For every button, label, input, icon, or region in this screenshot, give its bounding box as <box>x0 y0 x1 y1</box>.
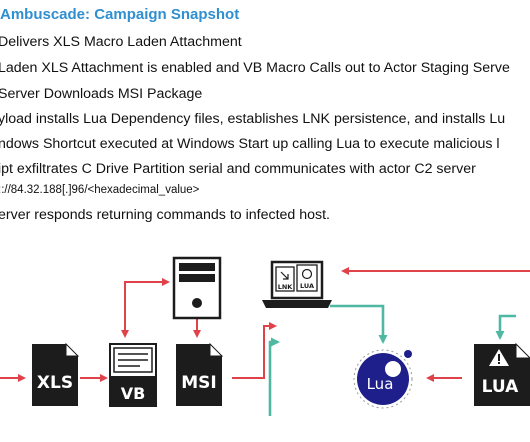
svg-text:LNK: LNK <box>278 283 294 291</box>
step-5-text: ndows Shortcut executed at Windows Start… <box>0 136 500 152</box>
step-4-text: yload installs Lua Dependency files, est… <box>0 111 506 127</box>
msi-label: MSI <box>181 373 217 393</box>
step-1-text: Delivers XLS Macro Laden Attachment <box>0 34 242 50</box>
warning-icon <box>489 349 509 366</box>
step-3-text: Server Downloads MSI Package <box>0 86 203 102</box>
lua-file-label: LUA <box>482 377 520 397</box>
step-2-text: Laden XLS Attachment is enabled and VB M… <box>0 60 510 76</box>
page-title: Ambuscade: Campaign Snapshot <box>0 6 240 23</box>
c2-url-text: :://84.32.188[.]96/<hexadecimal_value> <box>0 184 200 196</box>
step-7-text: erver responds returning commands to inf… <box>0 207 330 223</box>
vb-label: VB <box>121 384 146 403</box>
lua-document-icon: LUA <box>296 264 318 292</box>
lua-file-icon: LUA <box>474 342 530 406</box>
lua-logo-label: Lua <box>367 375 394 393</box>
msi-file-icon: MSI <box>176 342 224 406</box>
lua-logo-icon: Lua <box>353 349 413 409</box>
teal-flow-arrows <box>268 304 516 416</box>
xls-file-icon: XLS <box>32 342 80 406</box>
vb-file-icon: VB <box>109 343 157 407</box>
step-6-text: ipt exfiltrates C Drive Partition serial… <box>0 161 476 177</box>
red-flow-arrows <box>0 267 530 382</box>
xls-label: XLS <box>37 373 73 393</box>
laptop-icon: LNK LUA <box>262 260 332 308</box>
svg-text:LUA: LUA <box>300 282 314 290</box>
lnk-document-icon: LNK <box>275 266 295 292</box>
server-icon <box>172 256 222 320</box>
